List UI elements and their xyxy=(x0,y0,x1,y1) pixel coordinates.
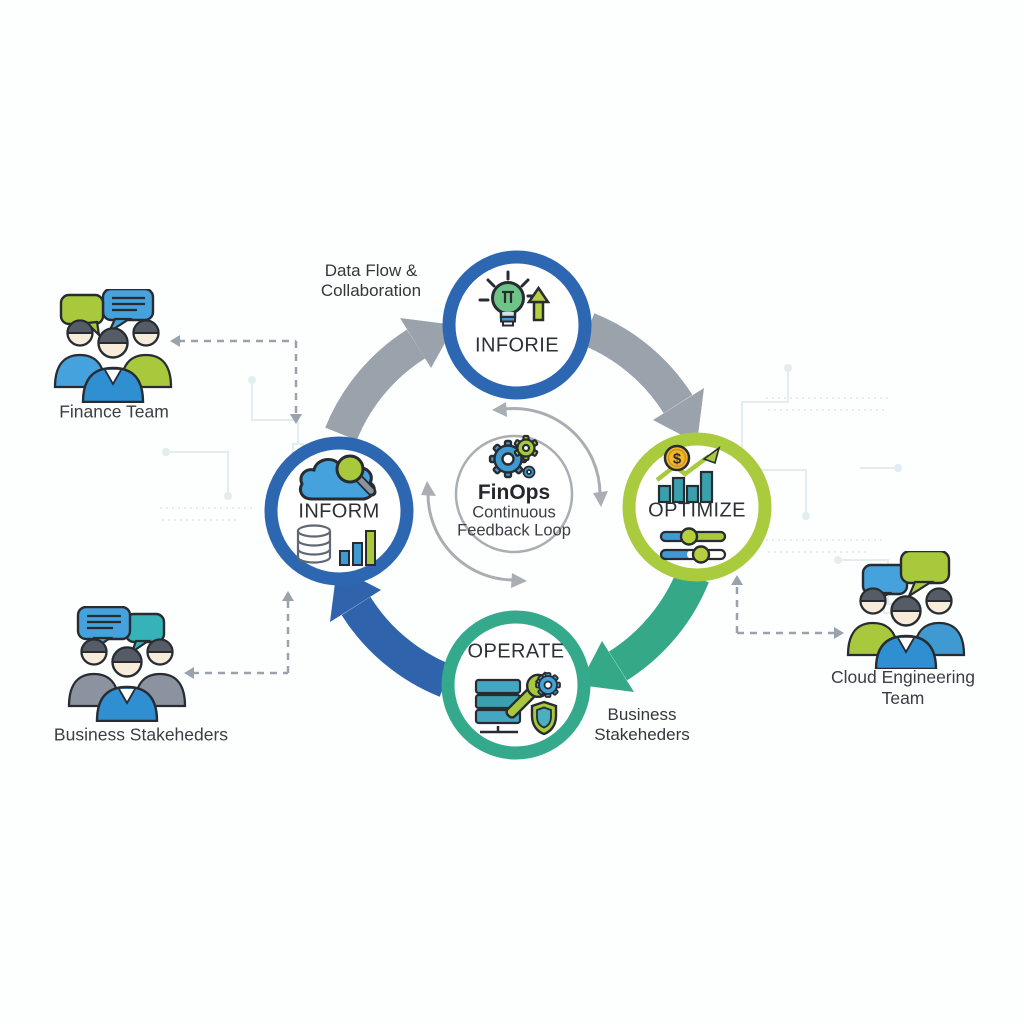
finance-team-label: Finance Team xyxy=(59,401,169,422)
gears-icon xyxy=(481,432,547,486)
gear-icon xyxy=(535,672,561,698)
speech-bubble-icon xyxy=(76,606,166,655)
data-flow-annotation: Data Flow & Collaboration xyxy=(320,261,422,300)
finance-team-icon xyxy=(47,289,179,403)
lightbulb-growth-icon xyxy=(468,270,564,334)
node-label-inform: INFORM xyxy=(298,500,380,523)
business-stakeholders-icon xyxy=(60,606,194,722)
growth-arrow xyxy=(526,285,551,322)
dashed-connector-finance xyxy=(170,335,302,424)
node-label-operate: OPERATE xyxy=(467,640,565,663)
center-feedback-arrows xyxy=(421,402,608,588)
cloud-engineering-team-label: Cloud Engineering Team xyxy=(831,667,975,708)
business-stakeholders-annotation: Business Stakeheders xyxy=(594,705,690,744)
dashed-connector-business xyxy=(184,591,294,679)
shield-icon xyxy=(530,700,558,736)
cloud-search-icon xyxy=(294,447,384,507)
coin-dollar-symbol: $ xyxy=(673,451,682,468)
circuit-decoration xyxy=(160,364,902,614)
cycle-arrow-top-to-optimize xyxy=(581,313,704,443)
node-label-optimize: OPTIMIZE xyxy=(648,499,746,522)
sliders-icon xyxy=(655,524,739,568)
dashed-connector-cloud xyxy=(731,575,844,639)
speech-bubble-icon xyxy=(861,551,951,609)
cloud-engineering-team-icon xyxy=(839,551,973,669)
center-subtitle1: Continuous xyxy=(472,503,556,522)
business-stakeholders-label: Business Stakeheders xyxy=(53,724,229,745)
node-label-inforie: INFORIE xyxy=(475,334,559,357)
cycle-arrow-optimize-to-operate xyxy=(579,569,709,692)
node-ring-inforie xyxy=(442,250,592,400)
cycle-arrow-inform-to-top xyxy=(325,318,455,441)
center-circle xyxy=(454,434,574,554)
server-tools-shield-icon xyxy=(470,668,564,738)
database-barchart-icon xyxy=(296,523,380,569)
dollar-trend-chart-icon: $ xyxy=(651,444,743,506)
center-title: FinOps xyxy=(477,481,551,504)
center-subtitle2: Feedback Loop xyxy=(457,521,571,540)
